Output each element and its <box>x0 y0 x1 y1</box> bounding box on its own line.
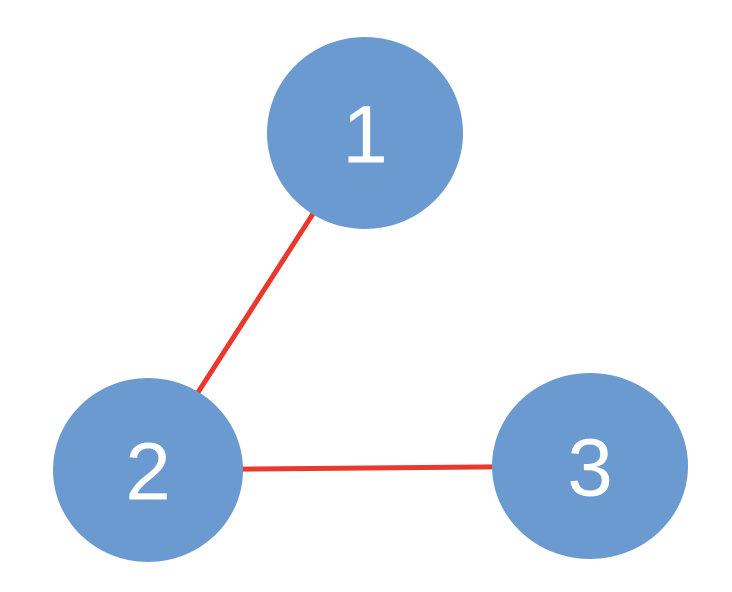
node-circle-2 <box>53 378 243 562</box>
node-circle-3 <box>492 373 688 559</box>
node-label-1: 1 <box>342 90 388 181</box>
node-label-2: 2 <box>125 427 171 518</box>
node-circle-1 <box>267 37 463 229</box>
node-3: 3 <box>492 373 688 559</box>
node-1: 1 <box>267 37 463 229</box>
node-label-3: 3 <box>567 423 613 514</box>
node-2: 2 <box>53 378 243 562</box>
